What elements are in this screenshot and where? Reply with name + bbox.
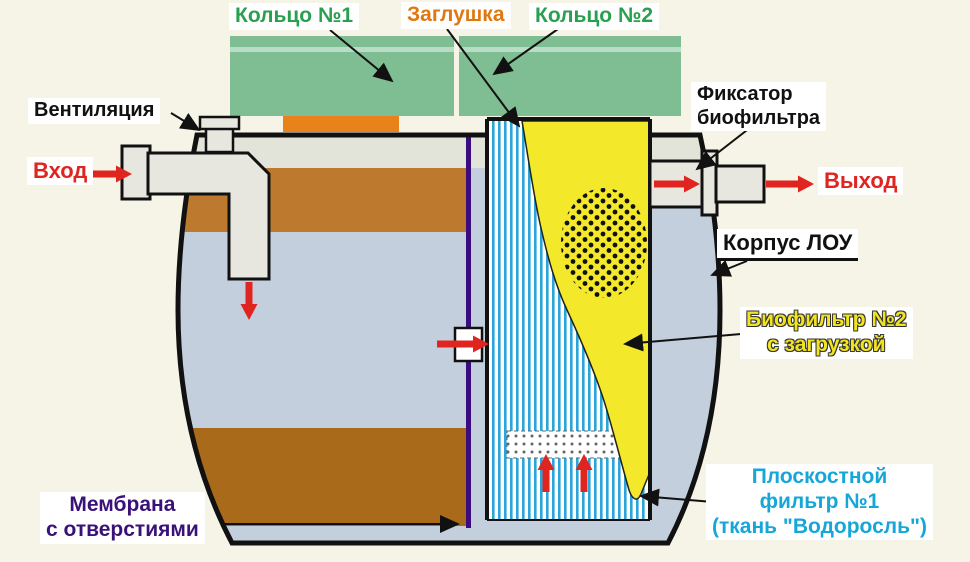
outlet-label: Выход [818, 167, 904, 195]
flat-filter-label-line1: Плоскостной [751, 465, 888, 488]
outlet-inner-flow-arrow [654, 175, 700, 193]
biofilter-label-line1: Биофильтр №2 [746, 308, 907, 331]
up-flow-arrow-2 [575, 454, 593, 492]
outlet-flow-arrow [766, 175, 814, 193]
membrane-label-line2: с отверстиями [46, 517, 199, 541]
leader-flat-filter [639, 488, 714, 507]
plug-label: Заглушка [401, 2, 511, 29]
biofilter-label-line2: с загрузкой [767, 332, 886, 356]
concrete-ring-1 [230, 36, 454, 116]
membrane-flow-arrow [437, 335, 489, 353]
ventilation-label: Вентиляция [28, 98, 161, 124]
leader-ventilation [170, 112, 201, 132]
inlet-label: Вход [27, 157, 94, 185]
biofilter-label: Биофильтр №2 с загрузкой [740, 307, 913, 359]
ring2-label: Кольцо №2 [529, 3, 660, 30]
leader-plug [446, 28, 521, 128]
biofilter-granules-dots [561, 188, 647, 298]
plug-bar [283, 116, 399, 132]
leader-lines [170, 28, 752, 533]
ring1-label: Кольцо №1 [229, 3, 360, 30]
sediment-band [178, 428, 470, 526]
flat-filter-label-line3: (ткань "Водоросль") [712, 514, 927, 538]
leader-ring1 [329, 29, 394, 83]
down-flow-arrow [240, 282, 258, 320]
concrete-ring-2 [459, 36, 681, 116]
flat-filter-label: Плоскостной фильтр №1 (ткань "Водоросль"… [706, 464, 933, 541]
leader-body [710, 259, 748, 277]
fixator-label: Фиксатор биофильтра [691, 82, 827, 132]
flat-filter-label-line2: фильтр №1 [759, 489, 880, 513]
membrane-label-line1: Мембрана [69, 493, 176, 516]
fixator-label-line2: биофильтра [697, 106, 821, 129]
flow-arrows [92, 165, 814, 492]
up-flow-arrow-1 [537, 454, 555, 492]
inlet-flow-arrow [92, 165, 132, 183]
inlet-pipe [120, 144, 271, 281]
leader-fixator [695, 126, 752, 171]
leader-biofilter [623, 333, 742, 352]
leader-ring2 [492, 28, 559, 76]
ventilation-pipe [198, 115, 241, 154]
fixator-label-line1: Фиксатор [697, 83, 793, 105]
filter-unit [485, 117, 652, 521]
membrane-label: Мембрана с отверстиями [40, 492, 205, 544]
body-label: Корпус ЛОУ [717, 229, 859, 261]
